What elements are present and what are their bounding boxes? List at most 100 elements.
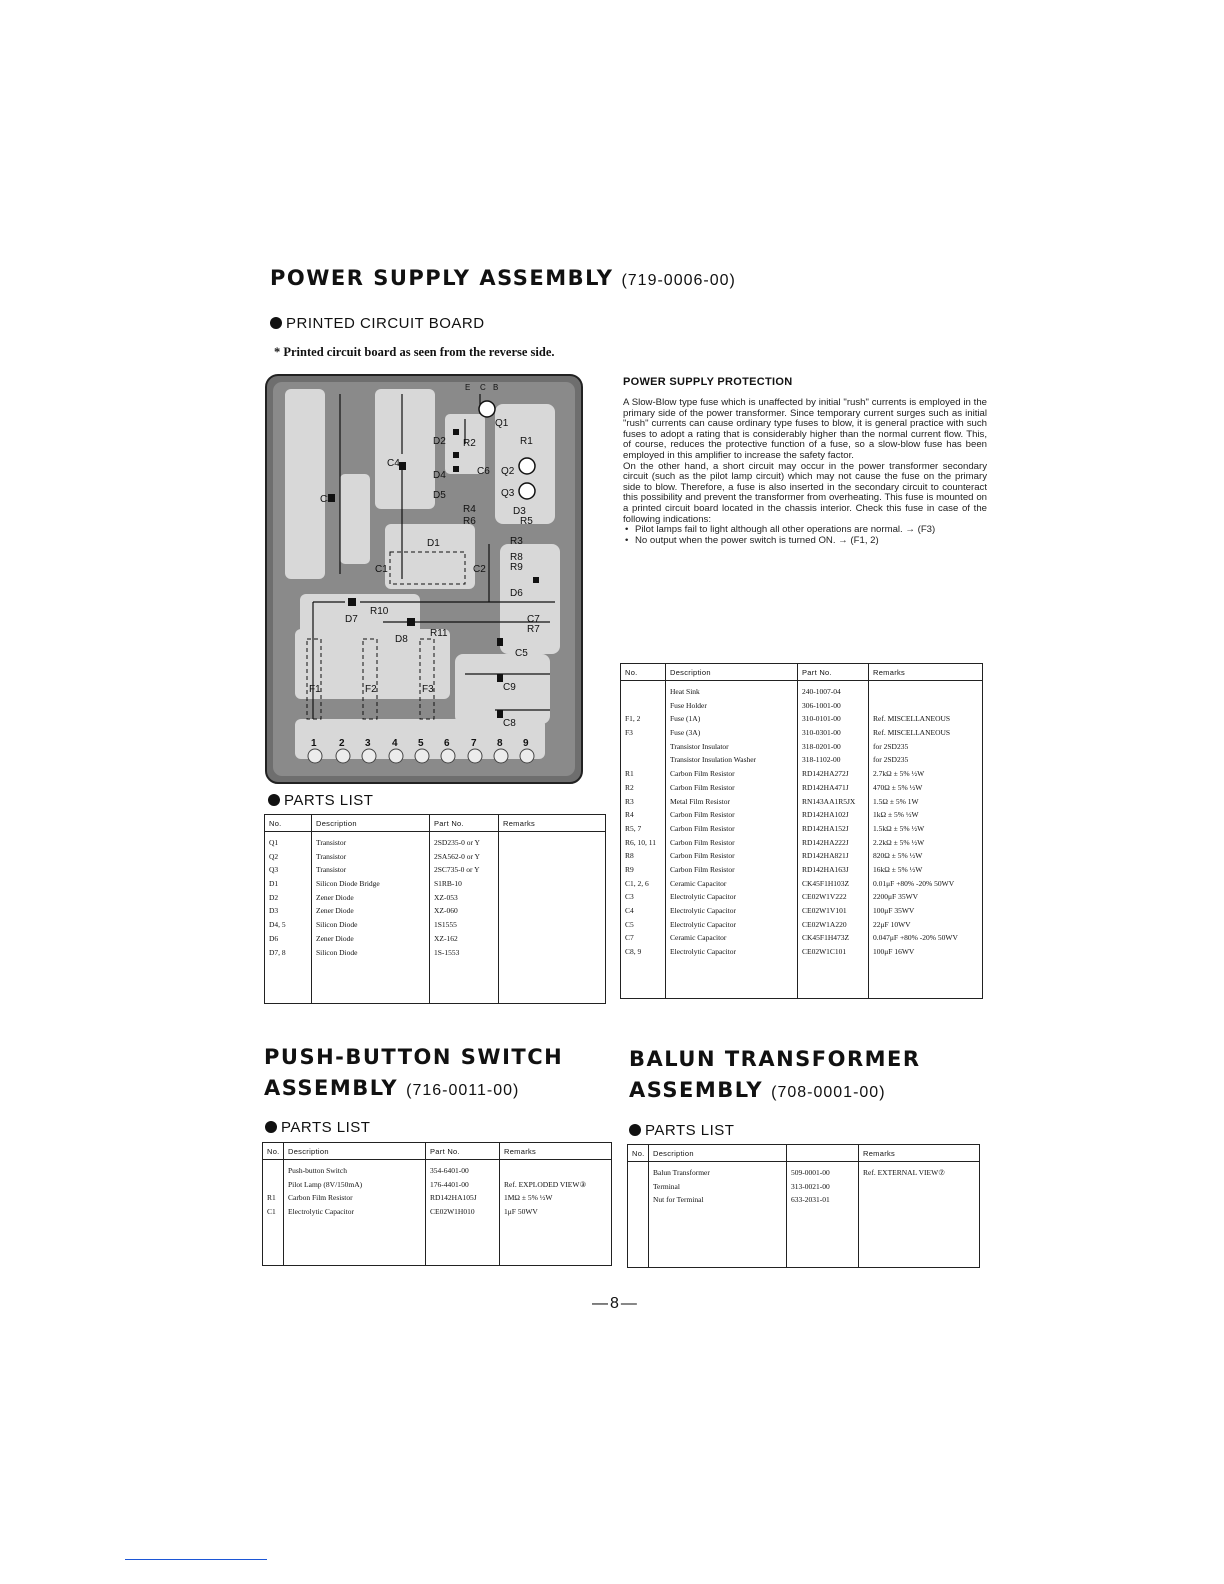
pcb-terminal-6: 6 bbox=[444, 738, 450, 749]
pcb-label-d3: D3 bbox=[513, 506, 526, 517]
table-header: Part No. bbox=[797, 663, 869, 681]
table-cell bbox=[863, 1180, 975, 1194]
table-cell bbox=[863, 1193, 975, 1207]
bullet-dot-icon bbox=[270, 317, 282, 329]
table-cell: C3 bbox=[625, 892, 634, 902]
balun-title: BALUN TRANSFORMER ASSEMBLY(708-0001-00) bbox=[629, 1044, 921, 1108]
pcb-label-b: B bbox=[493, 383, 498, 392]
table-cell: 820Ω ± 5% ½W bbox=[873, 851, 923, 861]
push-button-title-line2: ASSEMBLY bbox=[264, 1076, 399, 1100]
table-cell: Balun Transformer bbox=[653, 1168, 710, 1177]
table-header: Description bbox=[665, 663, 798, 681]
table-cell bbox=[873, 699, 978, 713]
table-cell: 2SC735-0 or Y bbox=[434, 865, 480, 875]
pcb-label-f2: F2 bbox=[365, 684, 377, 695]
col-no: F1, 2 F3 R1 R2 R3 R4 R5, 7 R6, 10, 11 R8… bbox=[620, 680, 666, 999]
pcb-terminal-7: 7 bbox=[471, 738, 477, 749]
protection-bullet-2: No output when the power switch is turne… bbox=[623, 535, 987, 547]
table-header: No. bbox=[620, 663, 666, 681]
table-cell: 1μF 50WV bbox=[504, 1207, 538, 1217]
table-cell: F1, 2 bbox=[625, 714, 641, 724]
table-header: Remarks bbox=[499, 1142, 612, 1160]
table-cell: CE02W1V101 bbox=[802, 906, 847, 915]
table-cell: D7, 8 bbox=[269, 947, 286, 957]
table-body: F1, 2 F3 R1 R2 R3 R4 R5, 7 R6, 10, 11 R8… bbox=[620, 680, 983, 999]
table-cell: 318-1102-00 bbox=[802, 755, 841, 765]
table-cell: Terminal bbox=[653, 1181, 680, 1191]
table-cell: Carbon Film Resistor bbox=[670, 851, 735, 861]
table-cell bbox=[625, 753, 661, 767]
pcb-terminal-1: 1 bbox=[311, 738, 317, 749]
table-body: Q1 Q2 Q3 D1 D2 D3 D4, 5 D6 D7, 8 Transis… bbox=[264, 831, 606, 1004]
table-cell: CK45F1H473Z bbox=[802, 933, 850, 943]
table-cell bbox=[873, 685, 978, 699]
col-part-no: 509-0001-00 313-0021-00 633-2031-01 bbox=[786, 1161, 859, 1268]
table-header-row: No. Description Remarks bbox=[627, 1144, 980, 1162]
table-cell: Zener Diode bbox=[316, 892, 354, 902]
table-cell: Q1 bbox=[269, 838, 279, 847]
bullet-dot-icon bbox=[265, 1121, 277, 1133]
psa-parts-table: No. Description Part No. Remarks Q1 Q2 Q… bbox=[264, 814, 606, 1004]
pcb-label-d7: D7 bbox=[345, 614, 358, 625]
table-header-row: No. Description Part No. Remarks bbox=[620, 663, 983, 681]
table-cell: Metal Film Resistor bbox=[670, 796, 730, 806]
col-part-no: 240-1007-04 306-1001-00 310-0101-00 310-… bbox=[797, 680, 869, 999]
table-body: R1 C1 Push-button Switch Pilot Lamp (8V/… bbox=[262, 1159, 612, 1266]
push-button-title-line1: PUSH-BUTTON SWITCH bbox=[264, 1045, 564, 1069]
col-description: Balun Transformer Terminal Nut for Termi… bbox=[648, 1161, 787, 1268]
pcb-label-f1: F1 bbox=[309, 684, 321, 695]
psa-parts-heading: PARTS LIST bbox=[268, 792, 373, 809]
table-cell: 240-1007-04 bbox=[802, 687, 841, 696]
table-cell: RD142HA471J bbox=[802, 782, 849, 792]
table-cell: R8 bbox=[625, 851, 634, 861]
table-header: Remarks bbox=[498, 814, 606, 832]
table-cell: 0.047μF +80% -20% 50WV bbox=[873, 933, 958, 943]
protection-para-1: A Slow-Blow type fuse which is unaffecte… bbox=[623, 397, 987, 461]
protection-para-2: On the other hand, a short circuit may o… bbox=[623, 460, 987, 525]
table-cell: RD142HA272J bbox=[802, 769, 849, 779]
table-cell: 470Ω ± 5% ½W bbox=[873, 782, 923, 792]
pcb-label-d4: D4 bbox=[433, 470, 446, 481]
table-cell: Q3 bbox=[269, 865, 279, 875]
table-cell: Ref. EXPLODED VIEW③ bbox=[504, 1179, 587, 1189]
pcb-label-c3: C3 bbox=[320, 494, 333, 505]
table-cell: 1S1555 bbox=[434, 920, 457, 930]
col-no bbox=[627, 1161, 649, 1268]
table-cell bbox=[625, 740, 661, 754]
col-remarks: Ref. MISCELLANEOUS Ref. MISCELLANEOUS fo… bbox=[868, 680, 983, 999]
col-part-no: 2SD235-0 or Y 2SA562-0 or Y 2SC735-0 or … bbox=[429, 831, 499, 1004]
pcb-label-e: E bbox=[465, 383, 470, 392]
footnote-rule bbox=[125, 1559, 267, 1560]
pcb-label-c4: C4 bbox=[387, 458, 400, 469]
table-cell: C5 bbox=[625, 919, 634, 929]
table-cell: R1 bbox=[267, 1193, 276, 1203]
table-cell: 100μF 35WV bbox=[873, 906, 915, 915]
pcb-label-c5: C5 bbox=[515, 648, 528, 659]
table-cell: S1RB-10 bbox=[434, 879, 462, 889]
balun-title-line1: BALUN TRANSFORMER bbox=[629, 1047, 921, 1071]
table-header-row: No. Description Part No. Remarks bbox=[264, 814, 606, 832]
table-cell: Push-button Switch bbox=[288, 1166, 347, 1175]
table-cell: Electrolytic Capacitor bbox=[670, 947, 737, 957]
pcb-label-c9: C9 bbox=[503, 682, 516, 693]
table-header: Remarks bbox=[868, 663, 983, 681]
table-cell: Zener Diode bbox=[316, 906, 354, 916]
table-cell: Nut for Terminal bbox=[653, 1195, 704, 1205]
page-number: —8— bbox=[592, 1295, 639, 1312]
table-cell: Fuse (3A) bbox=[670, 728, 701, 738]
table-header: Description bbox=[648, 1144, 787, 1162]
table-header: No. bbox=[627, 1144, 649, 1162]
table-cell: Zener Diode bbox=[316, 933, 354, 943]
pcb-label-r8: R8 bbox=[510, 552, 523, 563]
table-cell: XZ-162 bbox=[434, 933, 458, 943]
table-cell: C4 bbox=[625, 906, 634, 915]
table-cell: 2SA562-0 or Y bbox=[434, 851, 480, 861]
table-cell: Fuse Holder bbox=[670, 700, 707, 710]
table-cell: Electrolytic Capacitor bbox=[288, 1207, 355, 1217]
table-cell: 22μF 10WV bbox=[873, 919, 911, 929]
table-cell: Carbon Film Resistor bbox=[670, 769, 735, 779]
table-cell: C1, 2, 6 bbox=[625, 878, 649, 888]
pcb-note: * Printed circuit board as seen from the… bbox=[274, 345, 555, 359]
table-cell: R5, 7 bbox=[625, 823, 642, 833]
table-cell: D1 bbox=[269, 879, 279, 889]
